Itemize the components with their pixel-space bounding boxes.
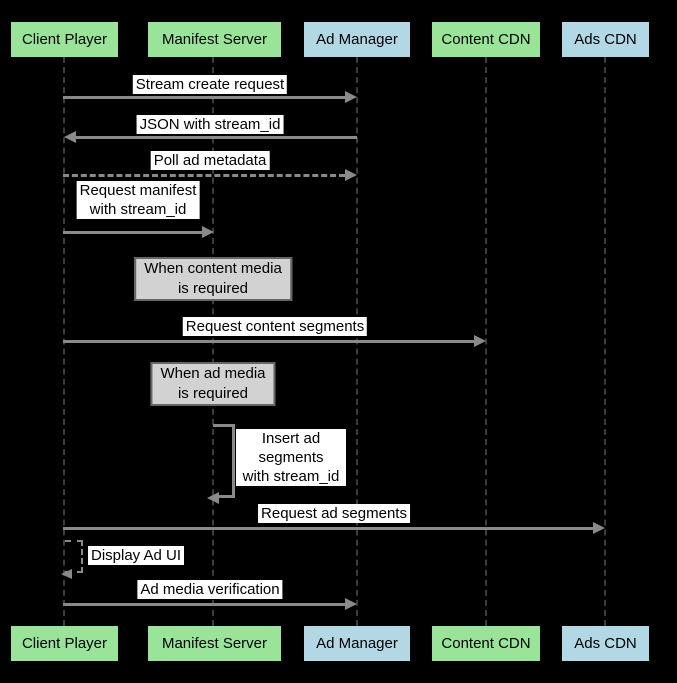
note-line: is required [177, 385, 249, 402]
actor-ad-manager-bottom: Ad Manager [304, 626, 410, 661]
message-label-stream-create-request: Stream create request [132, 75, 288, 94]
message-label-display-ad-ui: Display Ad UI [88, 546, 185, 565]
actor-content-cdn-bottom: Content CDN [432, 626, 540, 661]
message-label-poll-ad-metadata: Poll ad metadata [150, 151, 270, 170]
note-line: is required [177, 280, 249, 297]
actor-manifest-server-top: Manifest Server [148, 22, 281, 57]
actor-ads-cdn-bottom: Ads CDN [562, 626, 649, 661]
self-loop-display-ad-ui [61, 540, 83, 579]
message-label-request-ad-segments: Request ad segments [258, 504, 410, 523]
note-line: When content media [144, 260, 282, 277]
message-label-line: Request manifest [79, 182, 197, 199]
actor-client-player-bottom: Client Player [11, 626, 118, 661]
note-line: When ad media [160, 365, 266, 382]
message-label-line: segments [258, 449, 324, 466]
actor-ad-manager-top: Ad Manager [304, 22, 410, 57]
message-label-line: Insert ad [261, 430, 321, 447]
message-label-insert-ad-segments: Insert ad segments with stream_id [236, 429, 346, 486]
message-arrow-poll-ad-metadata [63, 169, 357, 181]
message-arrow-request-manifest [63, 226, 214, 238]
note-when-ad-media-is-required: When ad media is required [150, 362, 276, 406]
message-arrow-request-ad-segments [63, 522, 605, 534]
message-label-line: with stream_id [242, 468, 340, 485]
self-loop-insert-ad-segments [207, 424, 235, 504]
actor-client-player-top: Client Player [11, 22, 118, 57]
actor-content-cdn-top: Content CDN [432, 22, 540, 57]
message-label-line: with stream_id [89, 201, 187, 218]
message-arrow-stream-create-request [63, 91, 357, 103]
message-label-ad-media-verification: Ad media verification [137, 580, 283, 599]
lifeline-content-cdn [485, 57, 487, 626]
message-label-request-content-segments: Request content segments [182, 317, 368, 336]
note-when-content-media-is-required: When content media is required [134, 257, 292, 301]
message-arrow-ad-media-verification [63, 598, 357, 610]
actor-manifest-server-bottom: Manifest Server [148, 626, 281, 661]
message-label-request-manifest: Request manifest with stream_id [76, 181, 200, 219]
lifeline-ads-cdn [604, 57, 606, 626]
message-arrow-json-with-stream-id [64, 131, 357, 143]
actor-ads-cdn-top: Ads CDN [562, 22, 649, 57]
message-label-json-with-stream-id: JSON with stream_id [136, 115, 284, 134]
message-arrow-request-content-segments [63, 335, 486, 347]
